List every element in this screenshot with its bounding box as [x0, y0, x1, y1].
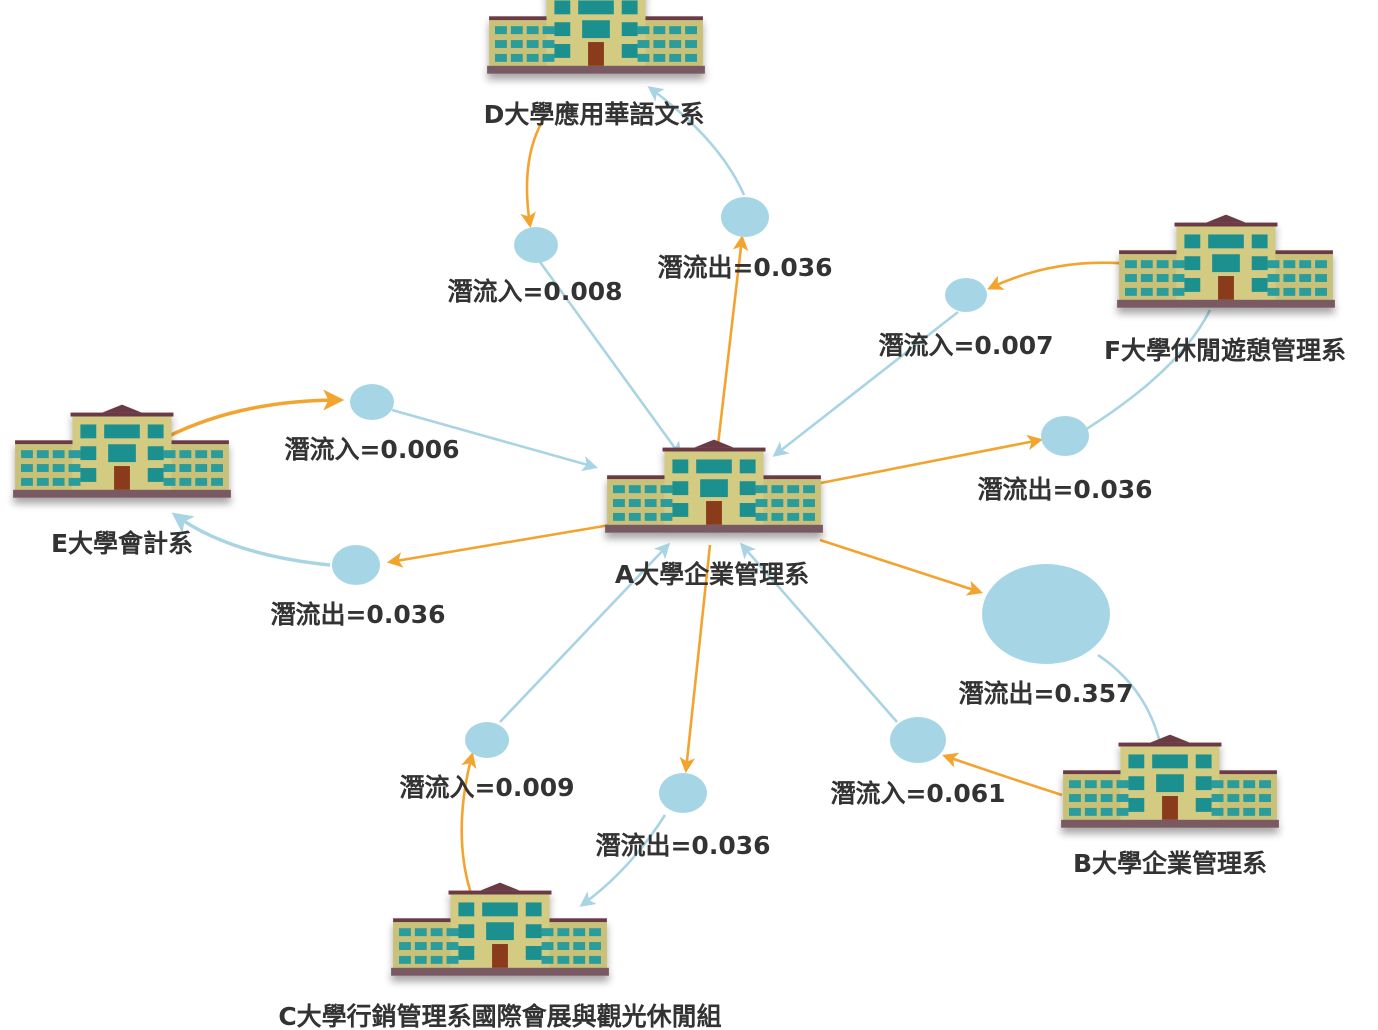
flow-node-e-in [350, 384, 394, 420]
university-f-label: F大學休閒遊憩管理系 [1104, 336, 1346, 365]
flow-label-f-in: 潛流入=0.007 [878, 331, 1053, 360]
edge-a-to-bout [819, 538, 983, 596]
university-a-label: A大學企業管理系 [615, 560, 809, 589]
university-f-building-icon [1117, 214, 1335, 308]
flow-label-b-out: 潛流出=0.357 [958, 679, 1133, 708]
flow-label-b-in: 潛流入=0.061 [830, 779, 1005, 808]
flow-node-f-out [1041, 416, 1089, 456]
edge-a-to-cout [679, 544, 712, 774]
university-e-label: E大學會計系 [51, 529, 193, 558]
flow-label-d-out: 潛流出=0.036 [657, 253, 832, 282]
edge-cin-to-a [499, 542, 671, 723]
university-b-label: B大學企業管理系 [1073, 849, 1267, 878]
edge-e-to-ein [164, 389, 345, 440]
flow-node-d-out [721, 197, 769, 237]
flow-node-c-out [659, 773, 707, 813]
university-d-building-icon [487, 0, 705, 74]
edge-bin-to-a [739, 542, 898, 723]
university-c-label: C大學行銷管理系國際會展與觀光休閒組 [278, 1002, 721, 1030]
edge-c-to-cin [460, 751, 477, 906]
edge-cout-to-c [579, 814, 667, 907]
edge-a-to-eout [386, 523, 611, 568]
flow-node-d-in [514, 227, 558, 263]
flow-label-d-in: 潛流入=0.008 [447, 277, 622, 306]
edge-bout-to-b [1097, 653, 1168, 756]
edge-d-to-din [520, 119, 545, 229]
university-c-building-icon [391, 882, 609, 976]
flow-label-e-out: 潛流出=0.036 [270, 600, 445, 629]
edge-a-to-dout [714, 234, 749, 463]
edge-din-to-a [538, 261, 682, 458]
flow-label-e-in: 潛流入=0.006 [284, 435, 459, 464]
edge-fout-to-f [1084, 309, 1212, 432]
flow-label-c-in: 潛流入=0.009 [399, 773, 574, 802]
university-d-label: D大學應用華語文系 [484, 100, 705, 129]
flow-label-c-out: 潛流出=0.036 [595, 831, 770, 860]
edge-a-to-fout [784, 434, 1044, 492]
edge-fin-to-a [772, 310, 959, 457]
edge-dout-to-d [647, 86, 746, 196]
edge-ein-to-a [391, 408, 599, 472]
edge-eout-to-e [171, 512, 331, 567]
flow-label-f-out: 潛流出=0.036 [977, 475, 1152, 504]
flow-node-b-in [890, 717, 946, 763]
edge-f-to-fin [987, 261, 1141, 290]
edge-b-to-bin [942, 752, 1063, 797]
flow-node-c-in [465, 722, 509, 758]
flow-node-e-out [332, 545, 380, 585]
university-e-building-icon [13, 404, 231, 498]
university-b-building-icon [1061, 734, 1279, 828]
flow-node-b-out [982, 564, 1110, 664]
flow-node-f-in [945, 278, 987, 312]
university-a-building-icon [605, 439, 823, 533]
